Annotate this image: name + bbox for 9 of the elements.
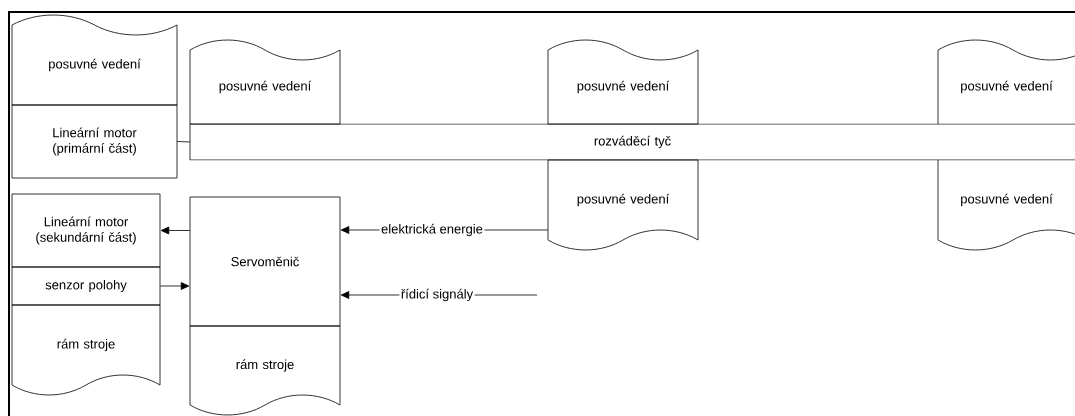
arrow <box>159 282 190 290</box>
component-box: Lineární motor (sekundární část) <box>11 193 161 268</box>
component-box: Lineární motor (primární část) <box>11 104 178 179</box>
component-box: senzor polohy <box>11 266 161 306</box>
edge-label: elektrická energie <box>379 222 485 238</box>
component-box: Servoměnič <box>189 196 341 327</box>
rail-bar: rozváděcí tyč <box>189 123 1075 161</box>
arrow <box>160 226 191 235</box>
edge-label: řídicí signály <box>399 287 475 303</box>
